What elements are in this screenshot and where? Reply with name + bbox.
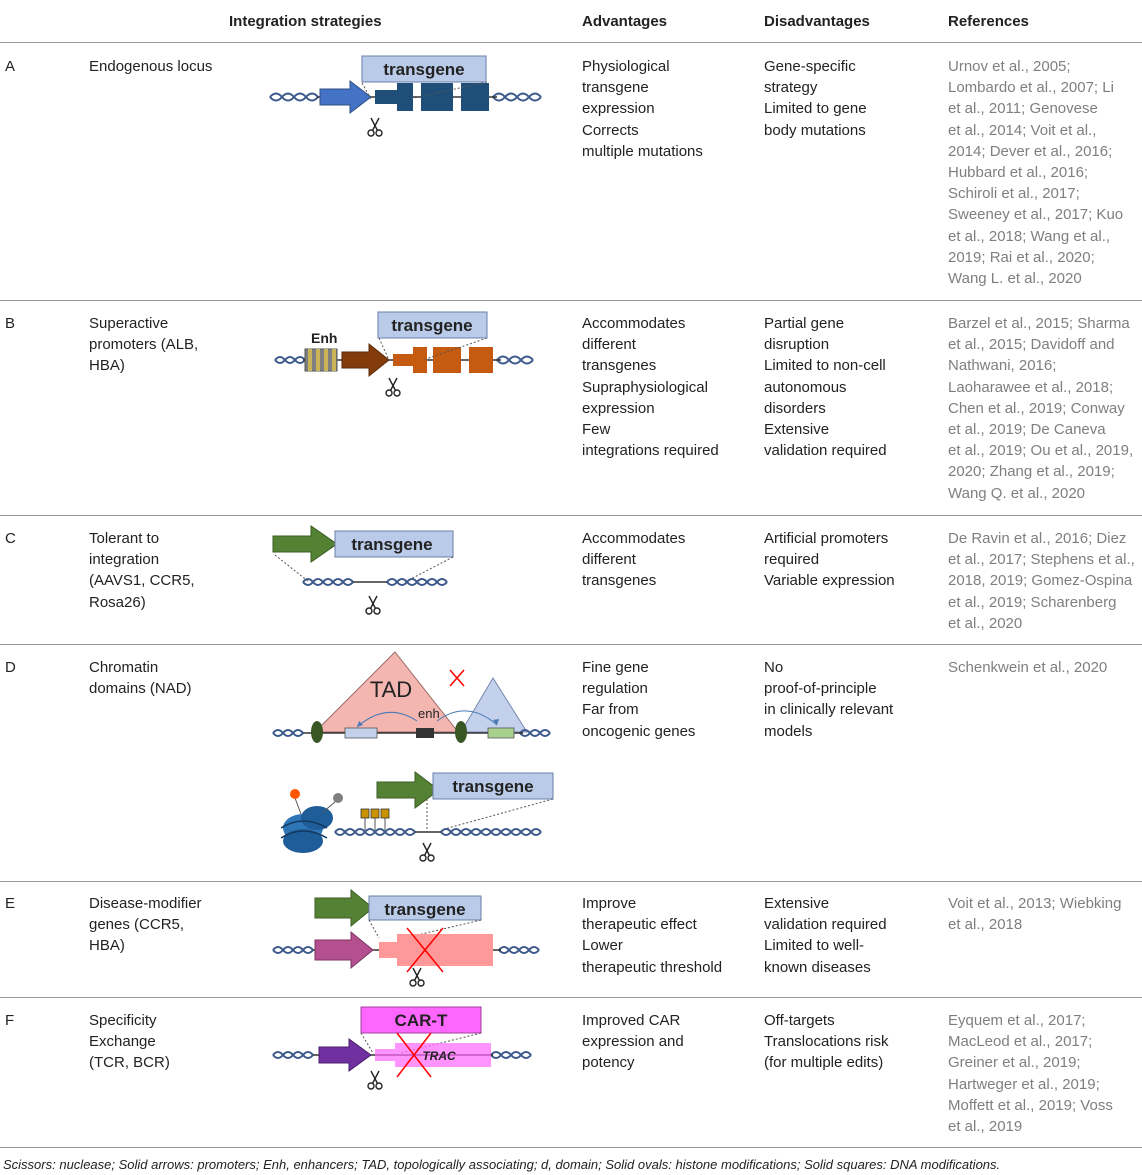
advantages-cell: Improved CAR expression and potency xyxy=(582,1012,684,1072)
chromatin-domain-diagram: TAD enh transgene xyxy=(272,651,554,862)
header-references: References xyxy=(948,13,1029,30)
dna-helix-icon xyxy=(274,355,534,365)
safe-harbor-diagram: transgene xyxy=(272,525,454,615)
references-cell: Eyquem et al., 2017; MacLeod et al., 201… xyxy=(948,1012,1113,1136)
row-divider xyxy=(0,515,1142,516)
strategy-name: Tolerant to integration (AAVS1, CCR5, Ro… xyxy=(89,530,195,611)
strategy-name: Disease-modifier genes (CCR5, HBA) xyxy=(89,895,202,955)
row-letter: A xyxy=(5,58,16,75)
scissors-icon xyxy=(367,1070,383,1090)
disadvantages-cell: Off-targets Translocations risk (for mul… xyxy=(764,1012,889,1072)
scissors-icon xyxy=(385,377,401,397)
disadvantages-cell: Extensive validation required Limited to… xyxy=(764,895,887,976)
transgene-label: transgene xyxy=(391,316,472,335)
row-letter: E xyxy=(5,895,16,912)
advantages-cell: Improve therapeutic effect Lower therape… xyxy=(582,895,723,976)
superactive-promoter-diagram: Enh transgene xyxy=(274,311,534,397)
transgene-label: transgene xyxy=(383,60,464,79)
row-letter: B xyxy=(5,315,16,332)
footer-rule xyxy=(0,1147,1142,1148)
promoter-arrow-icon xyxy=(314,930,374,970)
row-letter: D xyxy=(5,659,16,676)
references-cell: Schenkwein et al., 2020 xyxy=(948,659,1108,676)
cross-mark-icon xyxy=(396,1032,432,1078)
dna-helix-icon xyxy=(334,828,542,836)
enhancer-label: Enh xyxy=(311,330,337,346)
dna-helix-icon xyxy=(302,578,448,586)
references-cell: De Ravin et al., 2016; Diez et al., 2017… xyxy=(948,530,1135,632)
specificity-exchange-diagram: CAR-T TRAC xyxy=(272,1006,532,1090)
tad-label: TAD xyxy=(370,677,412,702)
disadvantages-cell: No proof-of-principle in clinically rele… xyxy=(764,659,894,740)
promoter-arrow-icon xyxy=(272,525,338,563)
dna-helix-icon xyxy=(272,946,540,954)
row-divider xyxy=(0,997,1142,998)
advantages-cell: Fine gene regulation Far from oncogenic … xyxy=(582,659,696,740)
row-divider xyxy=(0,644,1142,645)
header-strategies: Integration strategies xyxy=(229,13,382,30)
row-letter: F xyxy=(5,1012,15,1029)
cart-label: CAR-T xyxy=(395,1011,448,1030)
transgene-label: transgene xyxy=(351,535,432,554)
promoter-arrow-icon xyxy=(319,79,372,115)
promoter-arrow-icon xyxy=(376,771,440,809)
transgene-label: transgene xyxy=(384,900,465,919)
scissors-icon xyxy=(419,842,435,862)
disadvantages-cell: Artificial promoters required Variable e… xyxy=(764,530,895,590)
strategy-name: Specificity Exchange (TCR, BCR) xyxy=(89,1012,170,1072)
promoter-arrow-icon xyxy=(318,1038,372,1072)
scissors-icon xyxy=(409,967,425,987)
disadvantages-cell: Gene-specific strategy Limited to gene b… xyxy=(764,58,867,139)
enhancer-block xyxy=(304,348,338,372)
scissors-icon xyxy=(365,595,381,615)
row-letter: C xyxy=(5,530,16,547)
header-rule xyxy=(0,42,1142,43)
nucleosome-icon xyxy=(280,789,343,853)
header-disadvantages: Disadvantages xyxy=(764,13,870,30)
row-divider xyxy=(0,881,1142,882)
references-cell: Urnov et al., 2005; Lombardo et al., 200… xyxy=(948,58,1124,288)
strategy-name: Superactive promoters (ALB, HBA) xyxy=(89,315,199,375)
dna-helix-icon xyxy=(269,92,542,102)
transgene-label: transgene xyxy=(452,777,533,796)
disease-modifier-diagram: transgene xyxy=(272,888,540,987)
header-advantages: Advantages xyxy=(582,13,668,30)
scissors-icon xyxy=(367,117,383,137)
disadvantages-cell: Partial gene disruption Limited to non-c… xyxy=(764,315,887,460)
advantages-cell: Accommodates different transgenes Suprap… xyxy=(582,315,719,460)
promoter-arrow-icon xyxy=(341,342,390,378)
references-cell: Barzel et al., 2015; Sharma et al., 2015… xyxy=(948,315,1134,502)
endogenous-locus-diagram: transgene xyxy=(269,55,542,137)
advantages-cell: Accommodates different transgenes xyxy=(582,530,686,590)
enhancer-label: enh xyxy=(418,706,440,721)
references-cell: Voit et al., 2013; Wiebking et al., 2018 xyxy=(948,895,1122,934)
row-divider xyxy=(0,300,1142,301)
cross-mark-icon xyxy=(449,669,465,687)
dna-helix-icon xyxy=(272,1051,532,1059)
strategy-name: Chromatin domains (NAD) xyxy=(89,659,192,698)
advantages-cell: Physiological transgene expression Corre… xyxy=(582,58,703,160)
strategy-name: Endogenous locus xyxy=(89,58,213,75)
cross-mark-icon xyxy=(406,927,444,973)
dna-helix-icon xyxy=(272,729,551,737)
table-footnote: Scissors: nuclease; Solid arrows: promot… xyxy=(3,1157,1001,1172)
promoter-arrow-icon xyxy=(314,888,374,928)
trac-label: TRAC xyxy=(422,1049,456,1063)
